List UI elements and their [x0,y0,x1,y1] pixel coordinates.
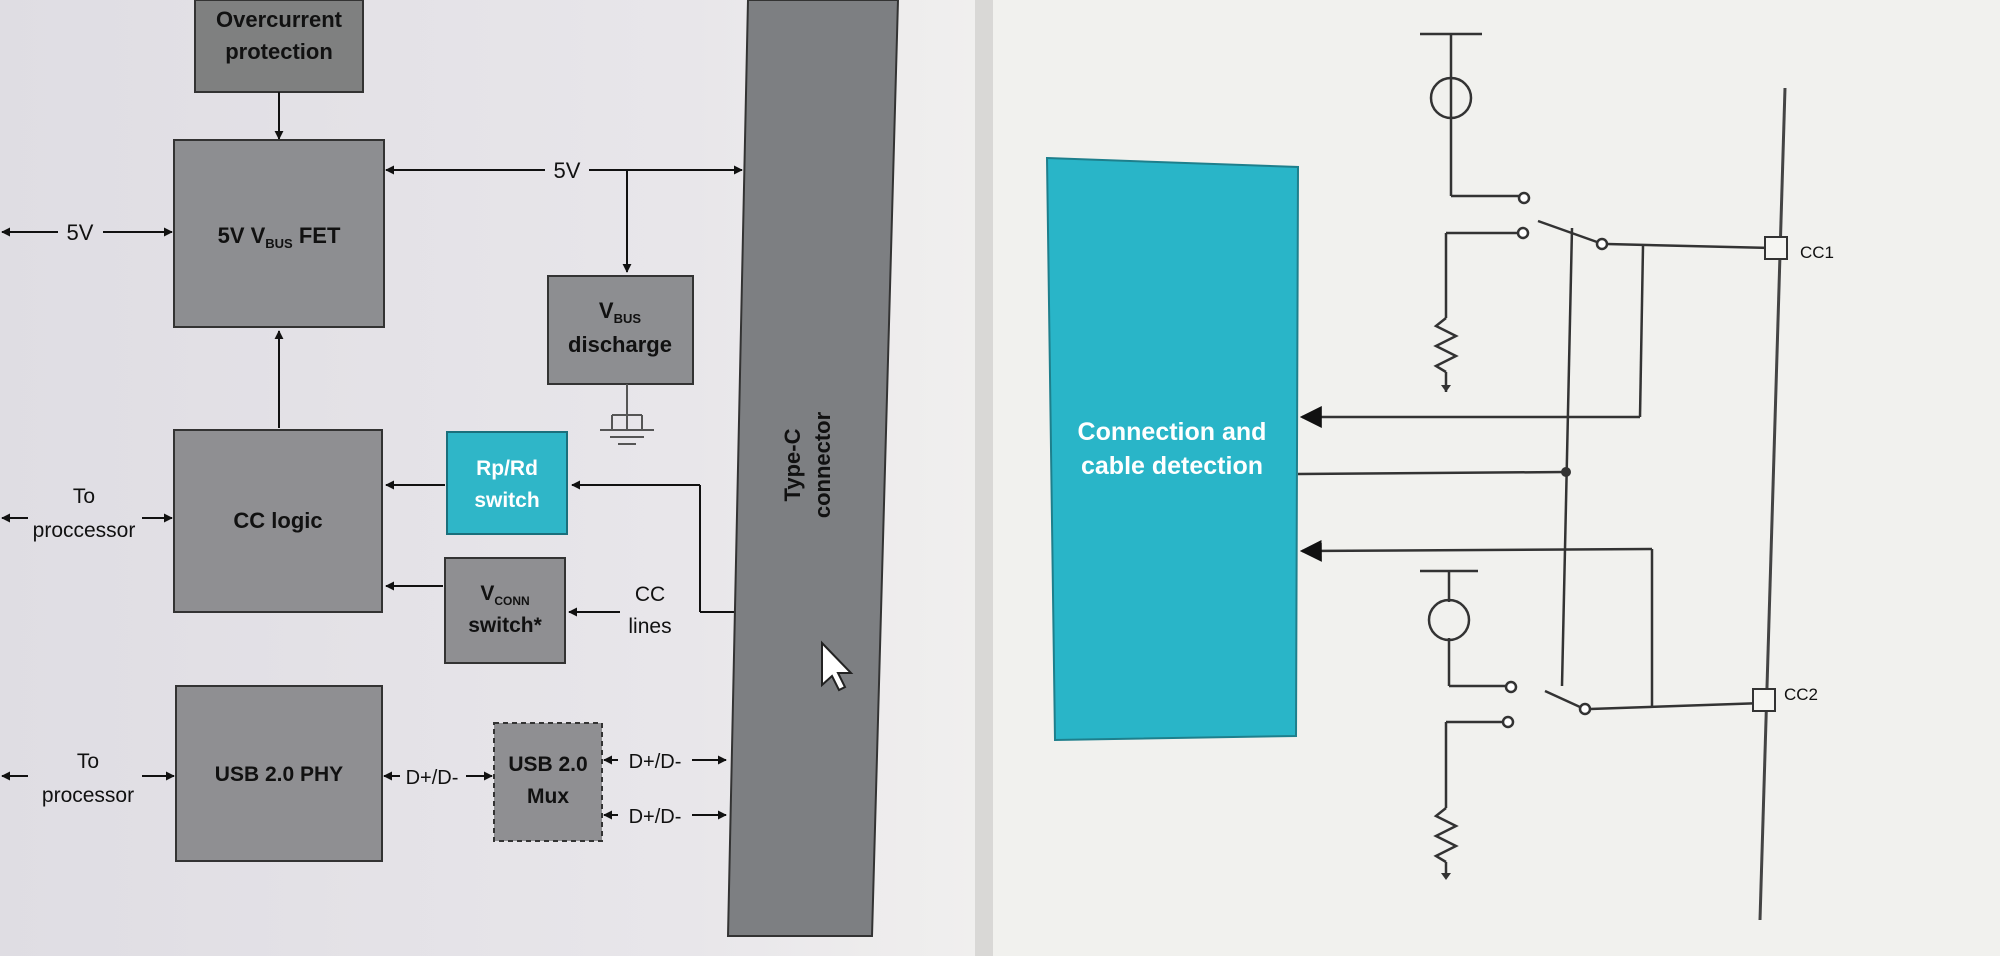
usb-mux-label-line1: USB 2.0 [508,753,587,776]
vbus-fet-label: 5V VBUS FET [218,223,341,251]
cc2-ground-arrow [1441,873,1451,880]
detection-label-line1: Connection and [1078,418,1267,446]
detection-label-line2: cable detection [1081,452,1263,480]
cc-logic-block: CC logic [173,429,383,613]
overcurrent-protection-block: Overcurrent protection [194,0,364,93]
cc1-ground-arrow [1441,385,1451,392]
vconn-switch-label-line2: switch* [468,614,542,637]
rprd-switch-label-line1: Rp/Rd [476,457,538,480]
cc2-pin-icon [1752,688,1776,712]
dplus-dminus-label-2: D+/D- [629,751,682,773]
connection-detection-block: Connection and cable detection [1045,156,1300,742]
to-processor-2-line2: processor [42,784,134,807]
typec-connector-block: Type-C connector [726,0,900,937]
top-5v-label: 5V [554,158,581,183]
cc2-label: CC2 [1784,685,1818,704]
rprd-switch-label-line2: switch [474,489,539,512]
ground-symbol [600,384,654,445]
usb-mux-label-line2: Mux [527,785,569,808]
usb-mux-block: USB 2.0 Mux [493,722,603,842]
vbus-fet-block: 5V VBUS FET [173,139,385,328]
junction-dot [1561,467,1571,477]
dplus-dminus-label-3: D+/D- [629,806,682,828]
rprd-switch-block: Rp/Rd switch [446,431,568,535]
vbus-discharge-label-line1: VBUS [599,298,641,326]
to-processor-2-line1: To [77,750,99,773]
cc2-resistor-icon [1433,807,1459,864]
cc1-circuit [1420,32,1773,687]
vconn-switch-block: VCONN switch* [444,557,566,664]
cc1-label: CC1 [1800,243,1834,262]
connector-label-line1: Type-C [780,428,805,501]
cc2-detect-arrow [1299,539,1653,562]
left-5v-label: 5V [67,220,94,245]
mouse-cursor-icon [821,640,854,692]
left-panel: Overcurrent protection 5V VBUS FET 5V 5V… [0,0,975,956]
cc2-circuit [1420,549,1765,878]
overcurrent-label-line2: protection [225,39,333,64]
vconn-switch-label-line1: VCONN [480,582,529,608]
right-panel: Connection and cable detection [975,0,2000,956]
dplus-dminus-label-1: D+/D- [406,767,459,789]
usb-phy-label: USB 2.0 PHY [215,763,343,786]
to-processor-1-line1: To [73,485,95,508]
cc-logic-label: CC logic [233,508,322,533]
cc1-resistor-icon [1433,317,1459,374]
usb-phy-block: USB 2.0 PHY [175,685,383,862]
cc-bus-line [1758,87,1787,921]
overcurrent-label-line1: Overcurrent [216,7,343,32]
cc-lines-label-line1: CC [635,583,665,606]
vbus-discharge-label-line2: discharge [568,332,672,357]
vbus-discharge-block: VBUS discharge [547,275,694,385]
to-processor-1-line2: proccessor [33,519,136,542]
connector-label-line2: connector [810,411,835,518]
detection-midline [1297,470,1567,476]
cc1-pin-icon [1764,236,1788,260]
panel-divider [975,0,993,956]
cc-lines-label-line2: lines [628,615,671,638]
